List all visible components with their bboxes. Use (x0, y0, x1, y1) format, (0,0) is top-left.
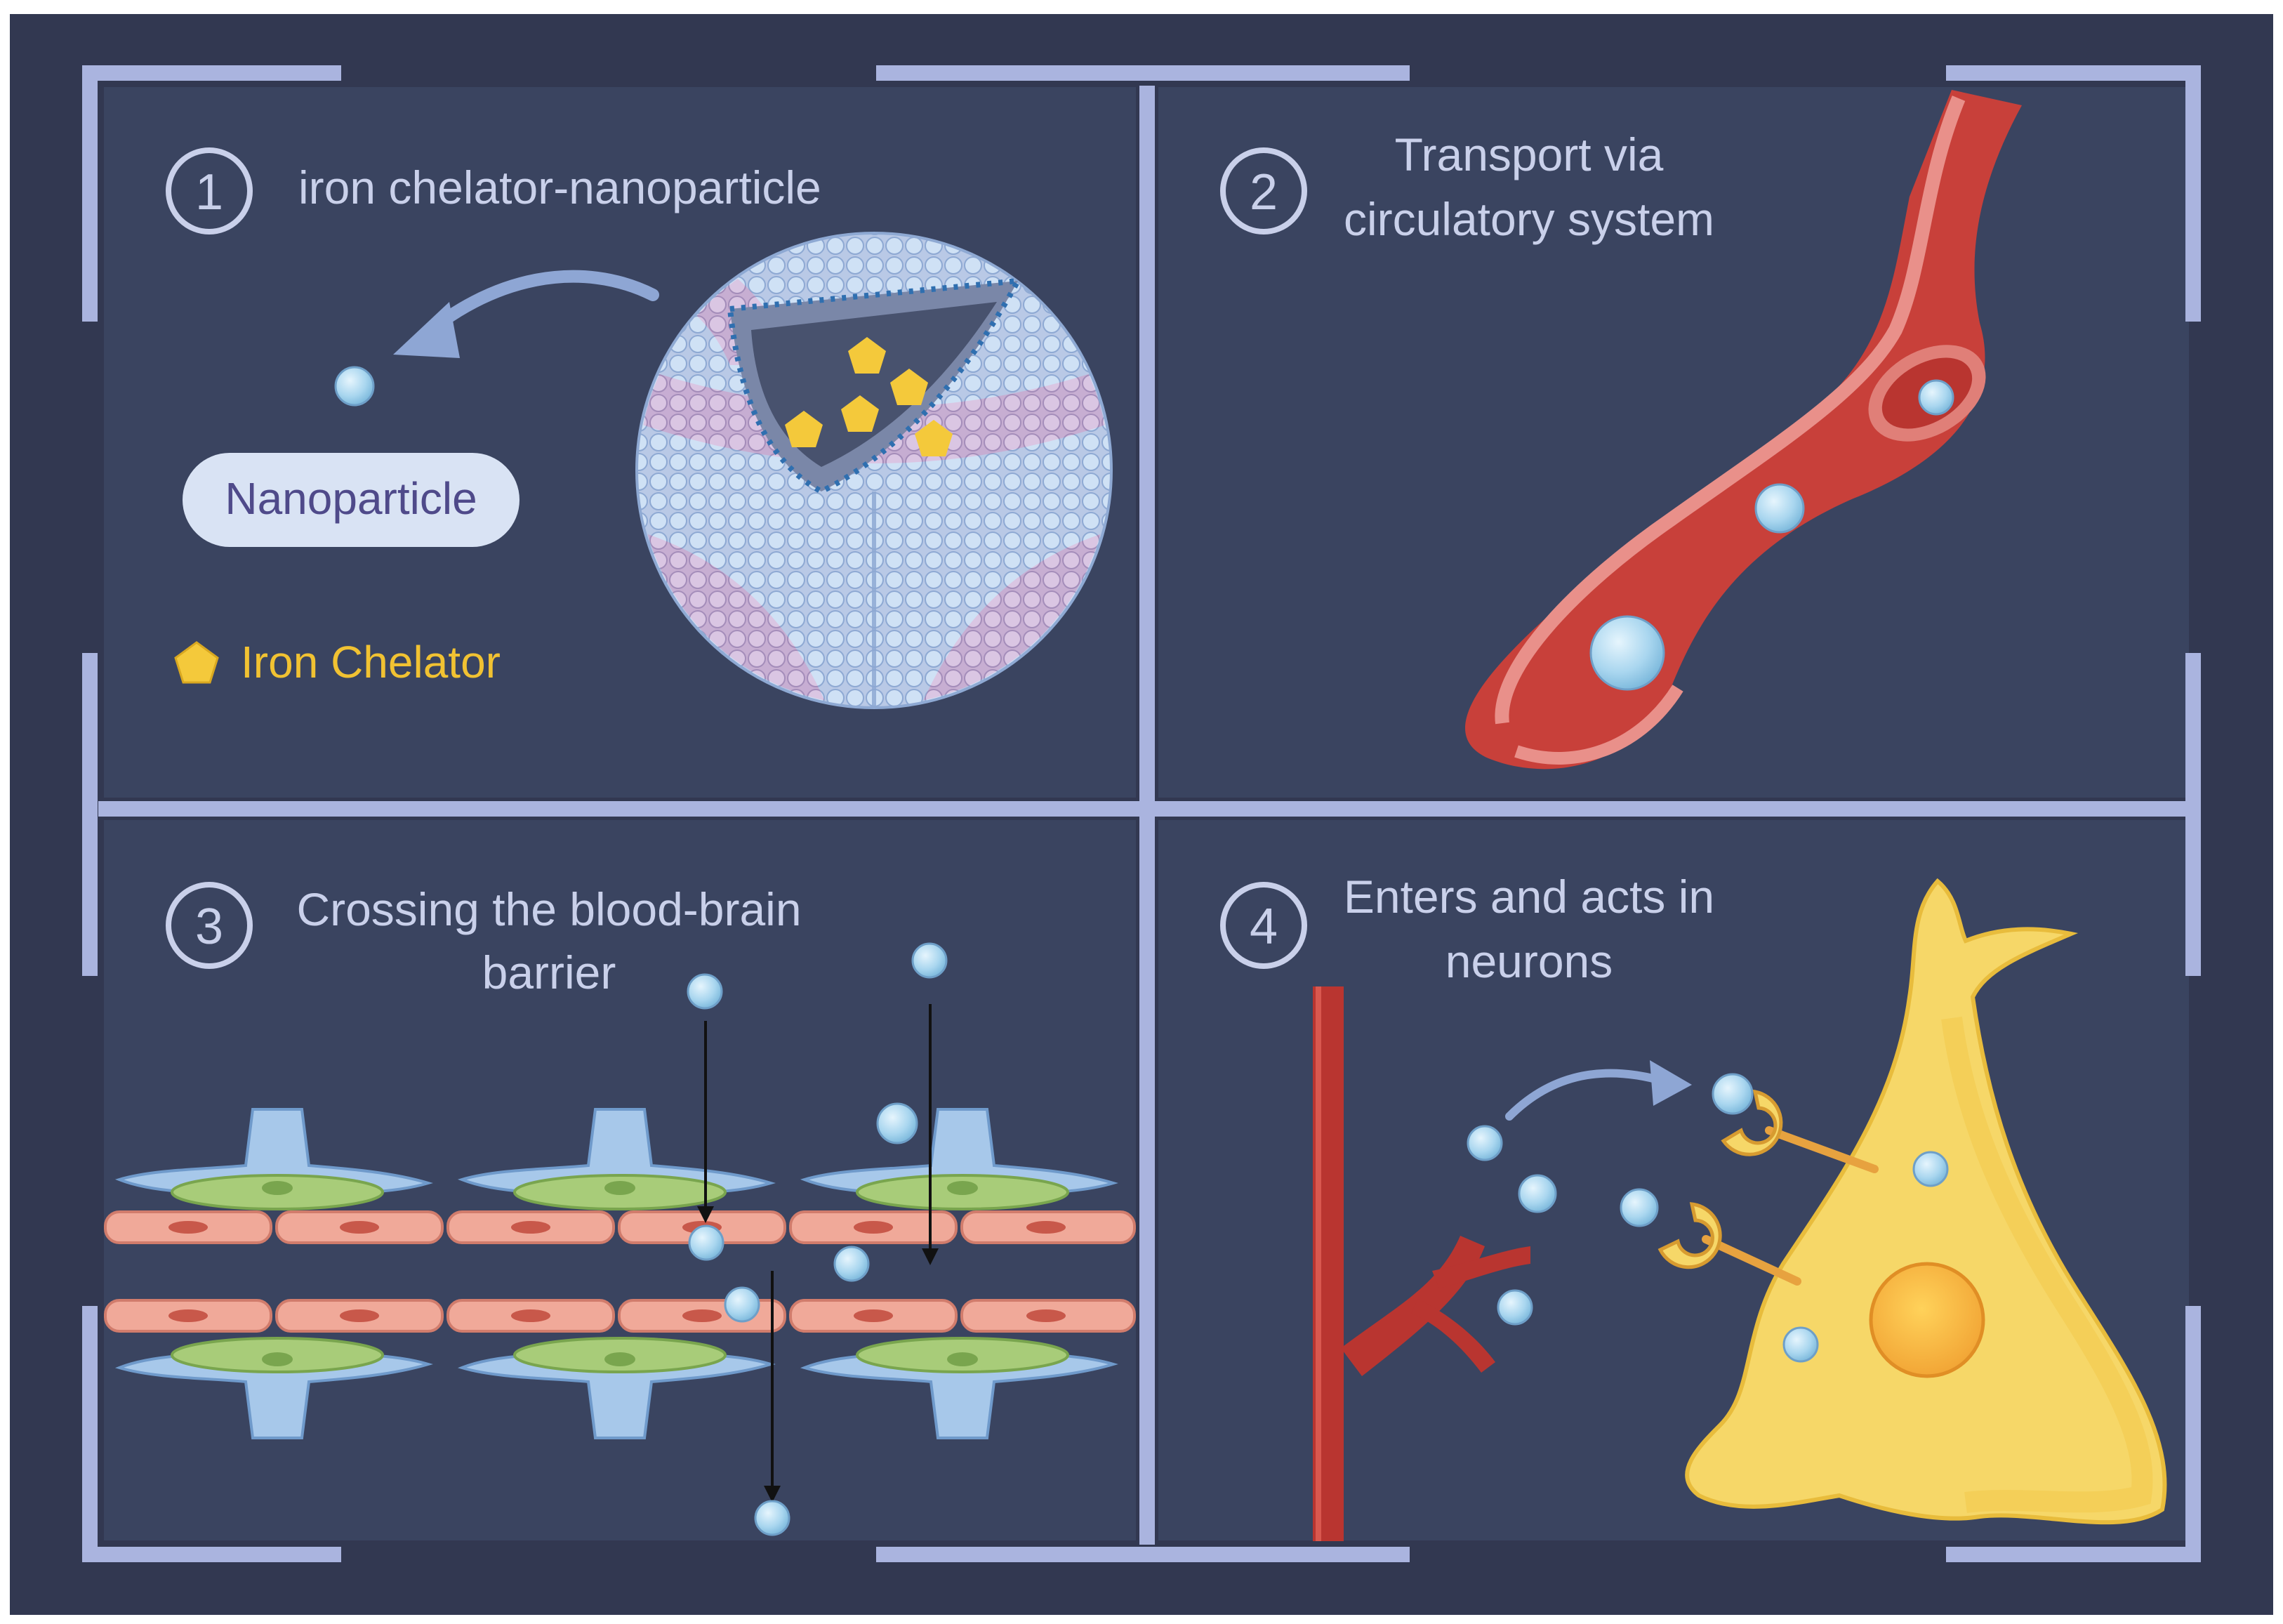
panel-4-number: 4 (1250, 899, 1278, 955)
panel-4-title-line-2: neurons (1445, 935, 1613, 987)
panel-2-title-line-1: Transport via (1395, 128, 1664, 180)
bbb-nanoparticle-5 (833, 1246, 870, 1282)
astrocyte-feet-top (114, 1108, 1118, 1210)
astrocyte-feet-bottom (114, 1337, 1118, 1439)
bbb-nanoparticle-2 (911, 942, 948, 979)
capillary (1313, 986, 1530, 1541)
iron-chelator-label: Iron Chelator (241, 637, 501, 687)
vessel-nanoparticle-2 (1754, 483, 1805, 534)
chelator-5 (915, 420, 953, 456)
panel-1-title: iron chelator-nanoparticle (298, 161, 821, 213)
entry-arrow-head (1650, 1060, 1692, 1106)
endothelial-layer-bottom (104, 1299, 1136, 1333)
nanoparticle-label: Nanoparticle (225, 473, 477, 524)
liposome-nanoparticle (635, 232, 1113, 709)
free-nanoparticle (334, 366, 375, 407)
bbb-nanoparticle-1 (687, 973, 723, 1010)
panel-1-number-badge (166, 147, 253, 235)
panel-2-title-line-2: circulatory system (1344, 193, 1714, 245)
chelator-4 (785, 411, 823, 447)
pentagon-icon (174, 641, 219, 684)
neuron-nanoparticle-2 (1518, 1174, 1557, 1213)
panel-2-number: 2 (1250, 164, 1278, 220)
panel-3-number: 3 (195, 899, 223, 955)
neuron-nanoparticle-4 (1497, 1289, 1533, 1326)
panel-2: 2 Transport via circulatory system (1220, 90, 2022, 770)
bbb-nanoparticle-3 (876, 1102, 918, 1144)
bbb-nanoparticle-4 (688, 1224, 724, 1261)
vessel-nanoparticle-1 (1918, 379, 1954, 416)
panel-4: 4 Enters and acts in neurons (1220, 871, 2167, 1541)
neuron-nanoparticle-5 (1912, 1151, 1949, 1187)
chelator-3 (841, 395, 879, 432)
panel-1-number: 1 (195, 164, 223, 220)
panel-1: 1 iron chelator-nanoparticle Nanoparticl… (166, 147, 1113, 709)
panel-4-number-badge (1220, 882, 1307, 969)
panel-4-title-line-1: Enters and acts in (1344, 871, 1714, 923)
neuron-nanoparticle-3 (1620, 1188, 1659, 1227)
receptor-2 (1657, 1202, 1801, 1286)
neuron-nanoparticle-bound (1712, 1073, 1754, 1115)
neuron-nanoparticle-6 (1782, 1326, 1819, 1363)
panel-3-title-line-2: barrier (482, 946, 616, 998)
panel-frame (82, 65, 2201, 1562)
entry-arrow (1505, 1069, 1668, 1121)
chelator-2 (890, 369, 928, 405)
neuron-nanoparticle-1 (1467, 1125, 1503, 1161)
panel-3-title-line-1: Crossing the blood-brain (296, 883, 801, 935)
vessel-nanoparticle-3 (1589, 615, 1665, 691)
receptor-1 (1721, 1089, 1879, 1173)
chelator-1 (848, 337, 886, 374)
bbb-nanoparticle-6 (724, 1286, 760, 1323)
panel-3-number-badge (166, 882, 253, 969)
neuron (1685, 878, 2167, 1525)
panel-2-number-badge (1220, 147, 1307, 235)
panel-3: 3 Crossing the blood-brain barrier (104, 882, 1136, 1536)
release-arrow-head (393, 302, 460, 358)
neuron-nucleus (1869, 1262, 1985, 1378)
nanoparticle-label-pill (183, 453, 520, 547)
endothelial-layer-top (104, 1210, 1136, 1244)
bbb-nanoparticle-7 (754, 1500, 790, 1536)
